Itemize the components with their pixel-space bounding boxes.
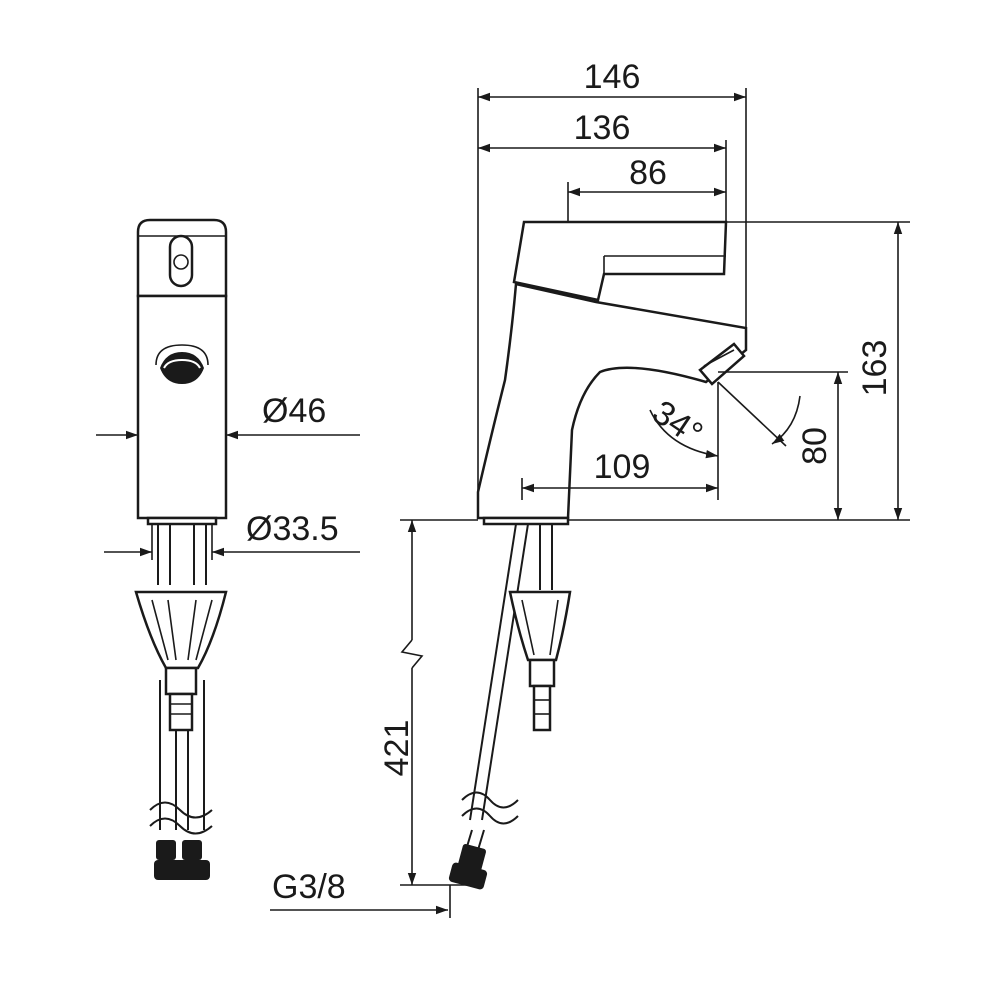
dim-thread-label: G3/8 <box>272 868 346 906</box>
front-base-ring <box>146 516 218 526</box>
dim-angle-label: 34° <box>646 393 710 453</box>
dim-421-label: 421 <box>378 720 416 777</box>
front-nut <box>164 666 198 696</box>
dim-109-label: 109 <box>594 448 651 486</box>
dim-dia46-label: Ø46 <box>262 392 326 430</box>
front-bracket <box>134 590 228 670</box>
side-base <box>482 516 570 526</box>
side-body <box>476 282 748 520</box>
dim-163-label: 163 <box>856 340 894 397</box>
dim-86: 86 <box>568 154 726 197</box>
side-nut <box>528 658 556 688</box>
side-bracket <box>508 590 572 662</box>
dim-dia335: Ø33.5 <box>104 510 360 560</box>
dim-angle: 34° <box>646 381 801 459</box>
side-rod <box>532 684 552 732</box>
dim-dia335-label: Ø33.5 <box>246 510 339 548</box>
front-body <box>136 294 228 520</box>
front-lever-dot <box>173 254 189 270</box>
dim-136: 136 <box>478 109 726 153</box>
dim-146: 146 <box>478 58 746 102</box>
dim-136-label: 136 <box>574 109 631 147</box>
dim-dia46: Ø46 <box>96 392 360 440</box>
dim-421: 421 <box>378 520 424 885</box>
side-lever <box>512 220 728 302</box>
front-outlet-rim <box>155 344 209 366</box>
dim-thread: G3/8 <box>270 868 451 918</box>
side-aerator <box>698 342 746 386</box>
dim-146-label: 146 <box>584 58 641 96</box>
side-view <box>448 220 748 890</box>
front-outlet <box>160 352 204 384</box>
dim-109: 109 <box>522 448 718 493</box>
front-fittings <box>154 860 210 880</box>
front-lever <box>168 234 194 288</box>
extension-lines <box>400 88 910 886</box>
front-view <box>134 218 228 880</box>
dim-80-label: 80 <box>796 427 834 465</box>
side-fitting <box>448 862 488 890</box>
dim-80: 80 <box>796 372 843 520</box>
front-rod <box>168 692 194 732</box>
dim-163: 163 <box>856 222 903 520</box>
dim-86-label: 86 <box>629 154 667 192</box>
